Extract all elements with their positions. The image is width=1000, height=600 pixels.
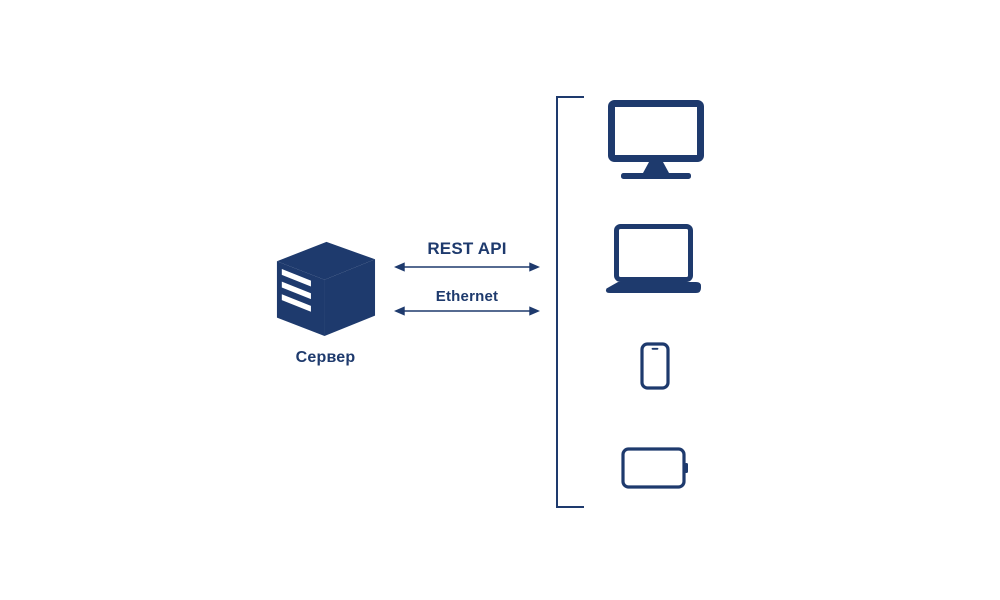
ethernet-double-arrow-icon (394, 306, 540, 316)
ethernet-label: Ethernet (435, 288, 499, 305)
laptop-icon (605, 224, 701, 293)
desktop-monitor-icon (608, 100, 704, 179)
server-cube-icon (276, 241, 376, 337)
rest-api-label: REST API (427, 239, 507, 258)
server-label: Сервер (295, 349, 356, 366)
smartphone-icon (640, 342, 670, 390)
tablet-icon (621, 447, 688, 489)
rest-api-double-arrow-icon (394, 262, 540, 272)
clients-group-bracket (556, 96, 584, 508)
